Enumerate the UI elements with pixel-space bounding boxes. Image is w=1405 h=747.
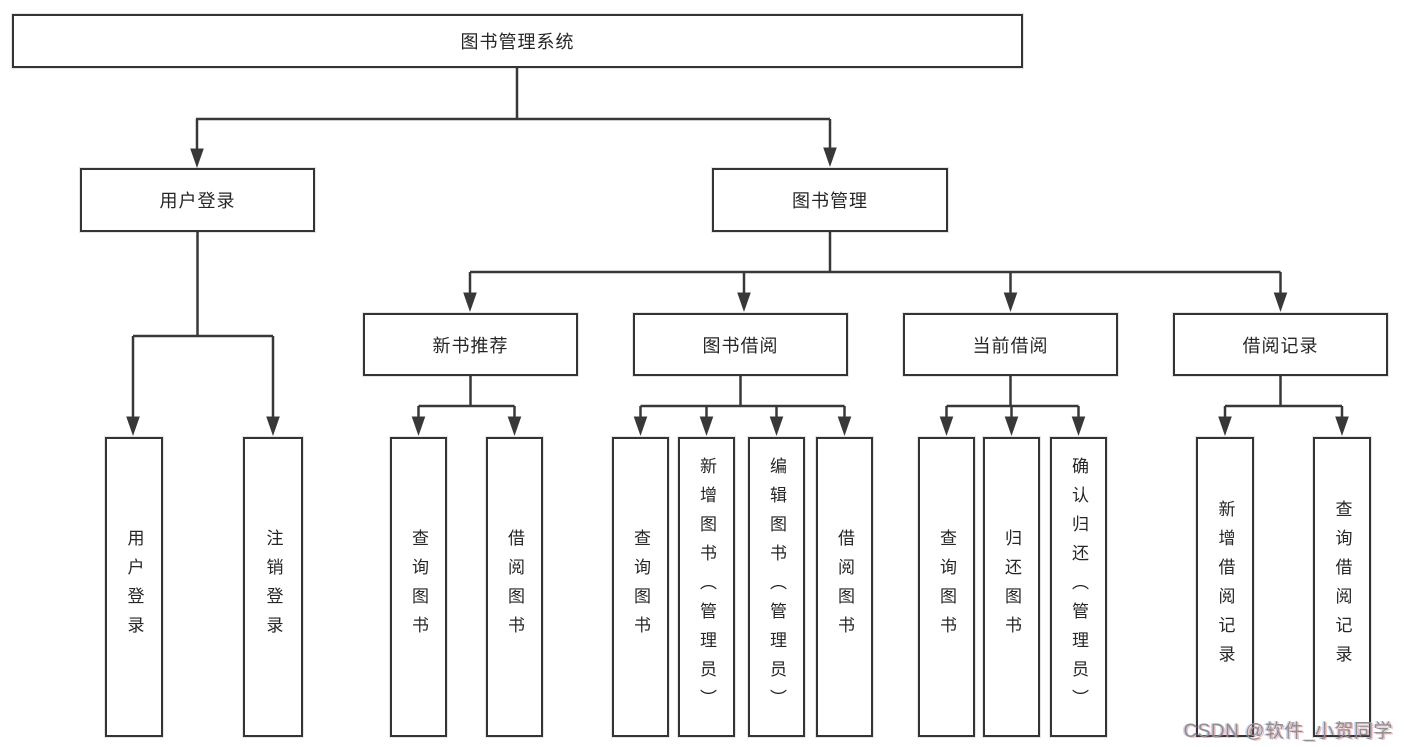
leaf-bb-query-books-label: 查询图书: [631, 529, 650, 645]
node-book-management-label: 图书管理: [792, 191, 868, 211]
leaf-br-query-record: 查询借阅记录: [1313, 437, 1371, 737]
leaf-bb-borrow-books-label: 借阅图书: [835, 529, 854, 645]
leaf-nb-query-books: 查询图书: [390, 437, 447, 737]
leaf-bb-edit-books-admin-label: 编辑图书（管理员）: [767, 456, 786, 718]
leaf-cb-confirm-return-admin: 确认归还（管理员）: [1050, 437, 1107, 737]
leaf-br-add-record-label: 新增借阅记录: [1215, 500, 1235, 674]
node-current-borrow: 当前借阅: [903, 313, 1118, 376]
node-book-borrow: 图书借阅: [633, 313, 848, 376]
leaf-nb-borrow-books: 借阅图书: [486, 437, 543, 737]
node-root-label: 图书管理系统: [460, 32, 575, 52]
node-new-book-recommend-label: 新书推荐: [432, 335, 509, 356]
leaf-user-login-label: 用户登录: [124, 529, 144, 645]
node-user-login-label: 用户登录: [159, 191, 236, 211]
leaf-logout-label: 注销登录: [263, 529, 283, 645]
node-borrow-records-label: 借阅记录: [1242, 335, 1319, 356]
leaf-logout: 注销登录: [243, 437, 303, 737]
leaf-bb-add-books-admin: 新增图书（管理员）: [678, 437, 735, 737]
connector-paths: [131, 68, 1344, 418]
leaf-bb-add-books-admin-label: 新增图书（管理员）: [697, 456, 716, 718]
leaf-cb-return-books: 归还图书: [983, 437, 1040, 737]
leaf-bb-query-books: 查询图书: [612, 437, 669, 737]
leaf-bb-edit-books-admin: 编辑图书（管理员）: [748, 437, 805, 737]
leaf-bb-borrow-books: 借阅图书: [816, 437, 873, 737]
leaf-nb-query-books-label: 查询图书: [409, 529, 428, 645]
leaf-user-login: 用户登录: [105, 437, 163, 737]
node-book-borrow-label: 图书借阅: [702, 335, 779, 356]
leaf-cb-confirm-return-admin-label: 确认归还（管理员）: [1069, 456, 1088, 718]
csdn-watermark: CSDN @软件_小贺同学: [1183, 721, 1393, 742]
arrowheads: [126, 147, 1349, 436]
node-user-login: 用户登录: [80, 168, 315, 232]
leaf-cb-query-books: 查询图书: [918, 437, 975, 737]
leaf-cb-query-books-label: 查询图书: [937, 529, 956, 645]
leaf-nb-borrow-books-label: 借阅图书: [505, 529, 524, 645]
node-current-borrow-label: 当前借阅: [972, 335, 1049, 356]
node-book-management: 图书管理: [712, 168, 948, 232]
node-borrow-records: 借阅记录: [1173, 313, 1388, 376]
node-new-book-recommend: 新书推荐: [363, 313, 578, 376]
leaf-cb-return-books-label: 归还图书: [1002, 529, 1021, 645]
node-root: 图书管理系统: [12, 14, 1023, 68]
leaf-br-query-record-label: 查询借阅记录: [1332, 500, 1352, 674]
leaf-br-add-record: 新增借阅记录: [1196, 437, 1254, 737]
